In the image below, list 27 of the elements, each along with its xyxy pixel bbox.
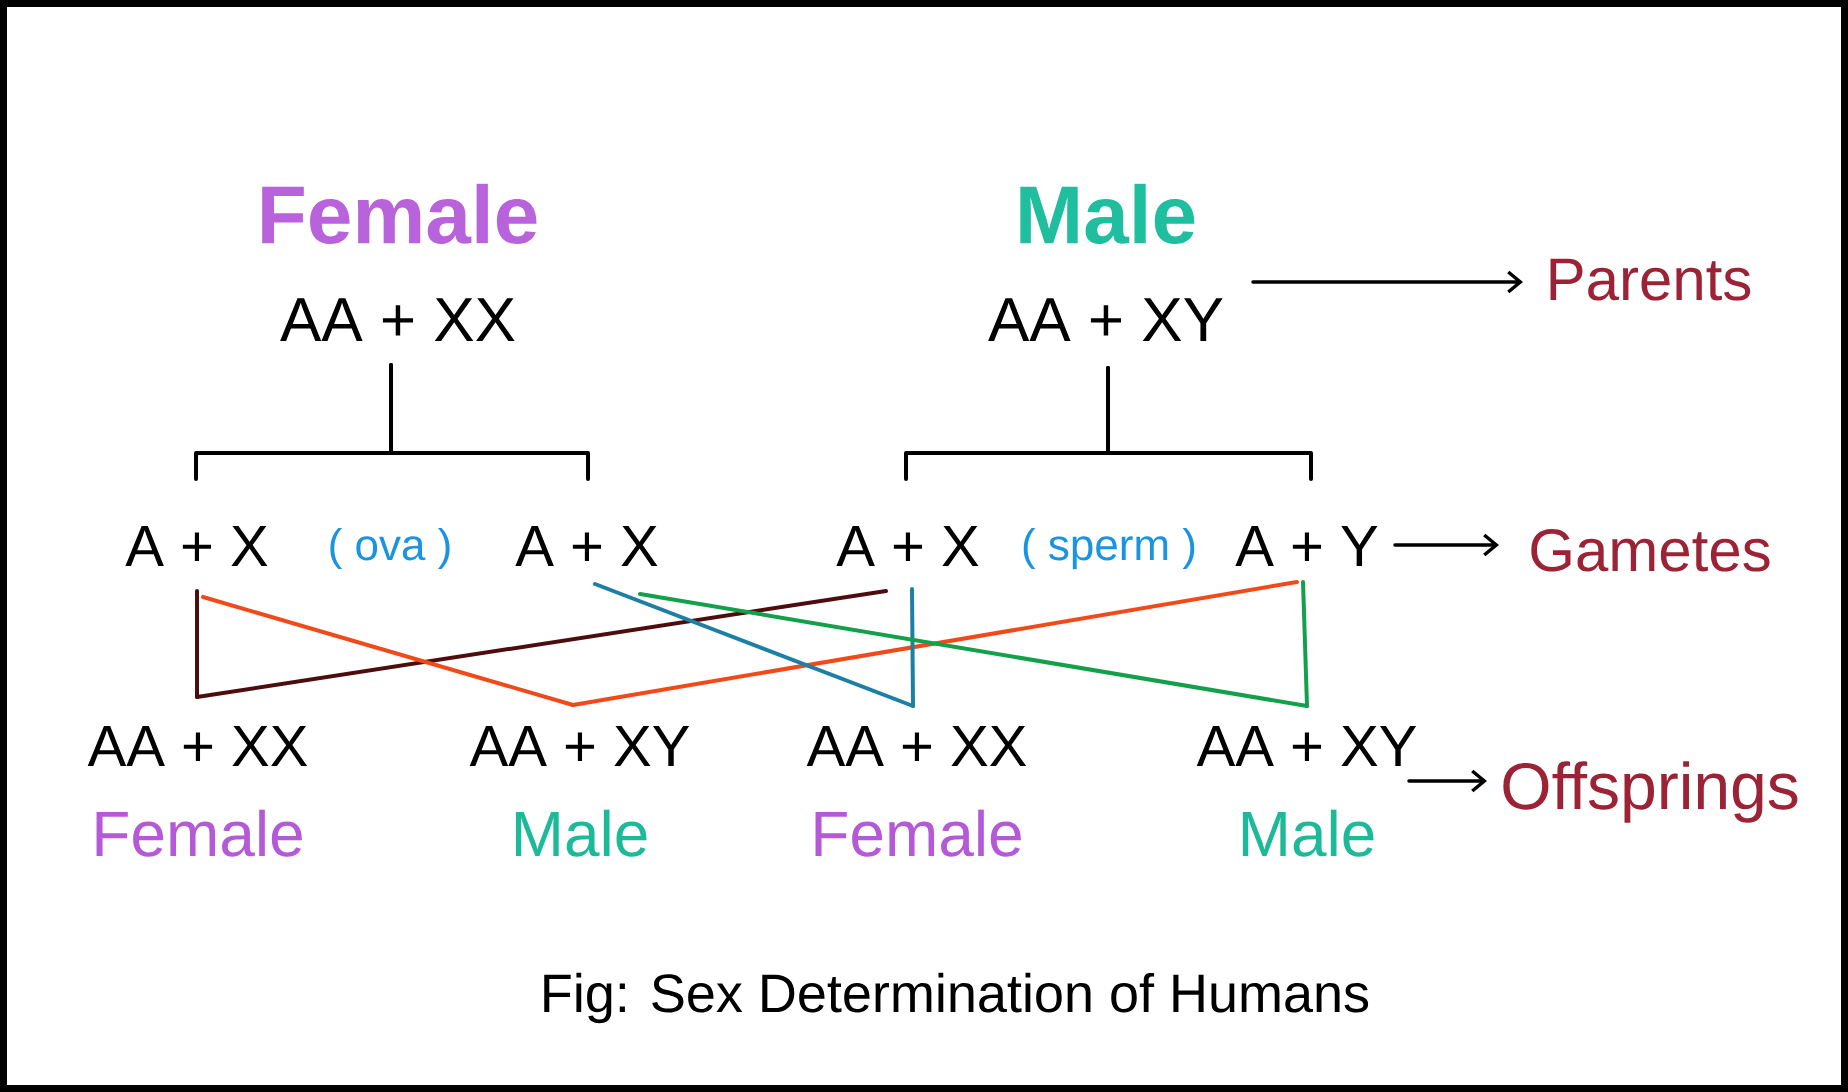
bracket-line [1106, 366, 1313, 481]
parent-label: Female AA + XX [262, 183, 537, 341]
offspring-label: AA + XX Female [806, 726, 1027, 857]
cross-line [195, 589, 888, 699]
stage-label: Parents [1550, 258, 1751, 301]
gamete-type-label: ( ova ) [330, 528, 450, 570]
gamete-label: A + X [515, 526, 658, 566]
figure-caption: Fig: Sex Determination of Humans [544, 972, 1369, 1024]
parent-label: Male AA + XY [988, 183, 1223, 341]
gamete-label: A + X [125, 526, 268, 566]
cross-line [1301, 580, 1309, 708]
offspring-label: AA + XX Female [87, 726, 308, 857]
cross-line [910, 587, 915, 708]
gamete-type-label: ( sperm ) [1023, 528, 1195, 570]
gamete-label: A + X [836, 526, 979, 566]
bracket-line [389, 363, 590, 481]
cross-line [195, 589, 199, 699]
cross-line [201, 595, 575, 707]
offspring-label: AA + XY Male [1196, 726, 1417, 857]
arrow [1251, 270, 1523, 294]
stage-label: Offsprings [1503, 761, 1798, 823]
gamete-label: A + Y [1235, 526, 1378, 566]
offspring-label: AA + XY Male [469, 726, 690, 857]
arrow [1393, 533, 1499, 557]
stage-label: Gametes [1531, 529, 1770, 572]
arrow [1407, 769, 1487, 793]
cross-line [571, 580, 1299, 707]
